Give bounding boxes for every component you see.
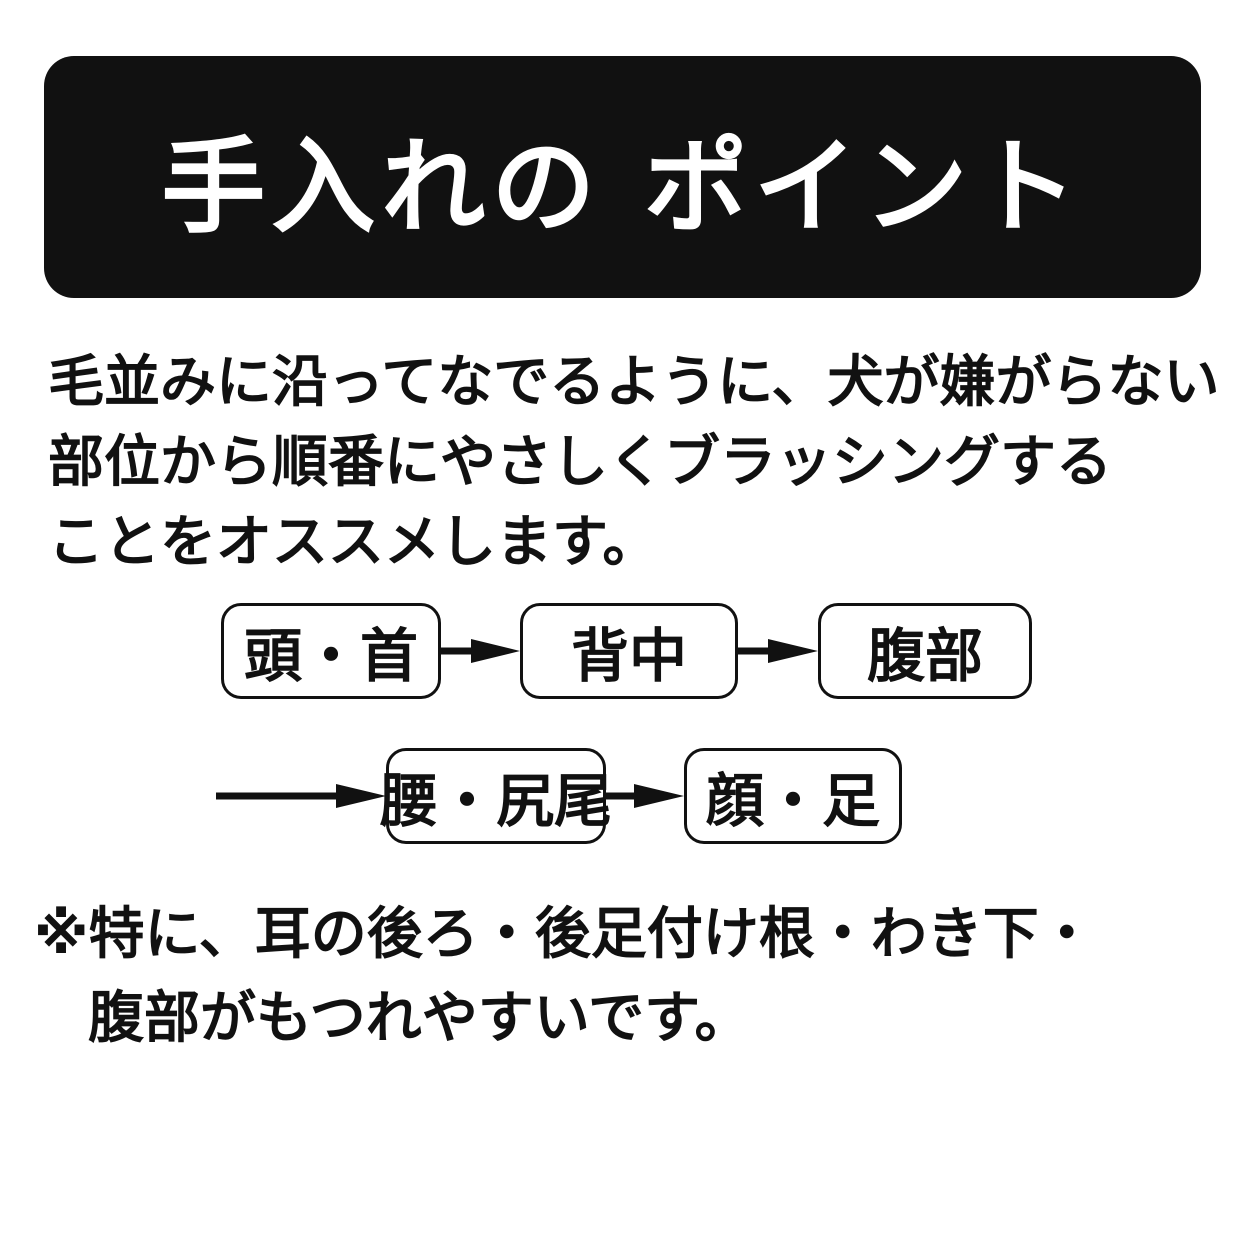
intro-line: 毛並みに沿ってなでるように、犬が嫌がらない	[48, 350, 1220, 415]
intro-line: ことをオススメします。	[48, 510, 659, 575]
note-line: 腹部がもつれやすいです。	[88, 986, 751, 1051]
note-line: ※特に、耳の後ろ・後足付け根・わき下・	[34, 902, 1095, 967]
page-title: 手入れの ポイント	[161, 125, 1084, 248]
step-face-legs: 顔・足	[684, 748, 902, 844]
arrow-right-icon	[441, 639, 520, 663]
intro-text: 毛並みに沿ってなでるように、犬が嫌がらない 部位から順番にやさしくブラッシングす…	[48, 343, 1228, 583]
intro-line: 部位から順番にやさしくブラッシングする	[48, 430, 1112, 495]
step-waist-tail: 腰・尻尾	[380, 748, 612, 844]
step-belly: 腹部	[818, 603, 1032, 699]
arrow-right-icon	[216, 784, 386, 808]
header-banner: 手入れの ポイント	[44, 56, 1201, 298]
note-text: ※特に、耳の後ろ・後足付け根・わき下・ 腹部がもつれやすいです。	[34, 893, 1214, 1061]
arrow-right-icon	[606, 784, 684, 808]
step-back: 背中	[520, 603, 738, 699]
arrow-right-icon	[738, 639, 818, 663]
step-head-neck: 頭・首	[221, 603, 441, 699]
